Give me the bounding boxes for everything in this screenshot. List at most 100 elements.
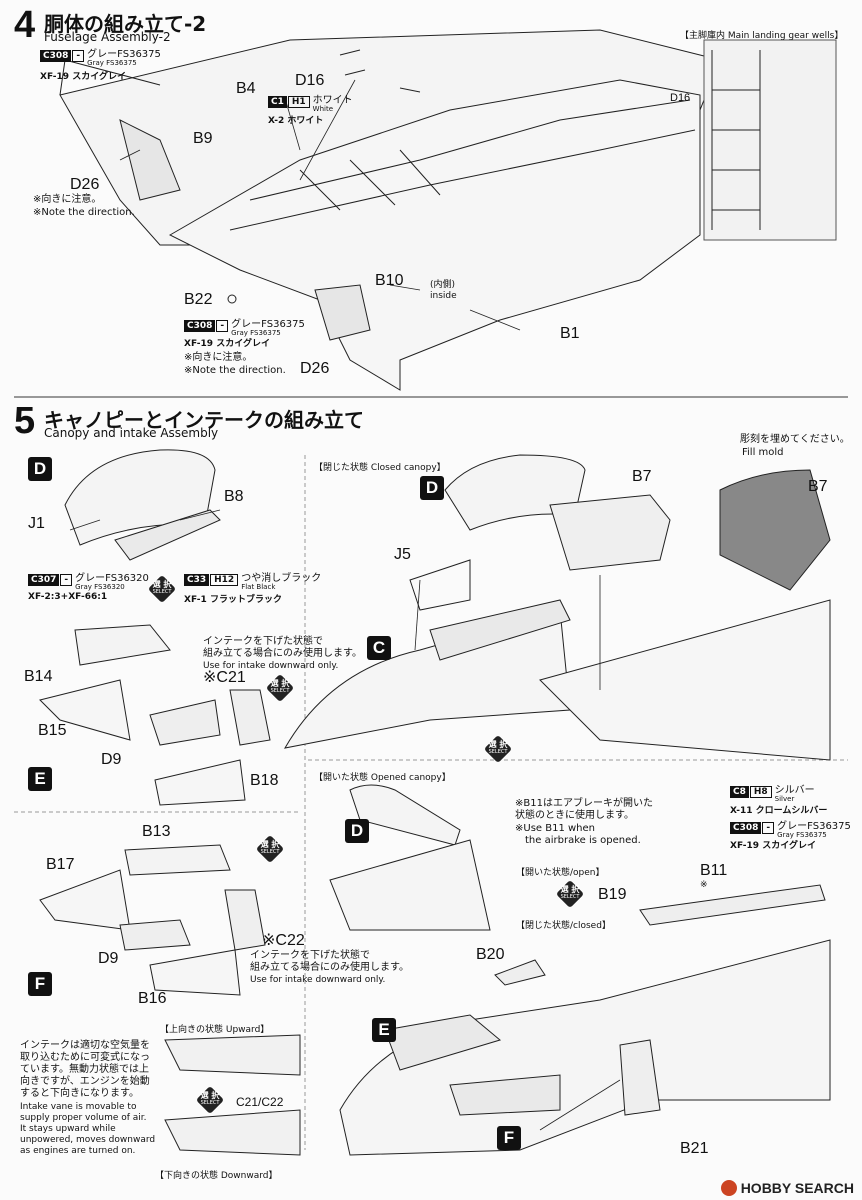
intake-down2-en: Use for intake downward only. bbox=[250, 975, 386, 985]
hobby-search-watermark: HOBBY SEARCH bbox=[720, 1180, 854, 1196]
note-direction-en-a: ※Note the direction. bbox=[33, 207, 135, 218]
intake-down2-jp2: 組み立てる場合にのみ使用します。 bbox=[250, 962, 409, 973]
paint-name-jp: グレーFS36375 bbox=[231, 319, 305, 330]
select-en: SELECT bbox=[270, 688, 290, 694]
inside-jp: (内側) bbox=[430, 280, 456, 290]
paint-bottom: XF-1 フラットブラック bbox=[184, 595, 282, 605]
inside-en: inside bbox=[430, 291, 457, 301]
part-b15: B15 bbox=[38, 722, 67, 739]
part-b22: B22 bbox=[184, 291, 213, 308]
part-b7-inset: B7 bbox=[808, 478, 828, 495]
paint-name-en: Gray FS36375 bbox=[231, 329, 281, 337]
letter-e: E bbox=[28, 767, 52, 791]
closed-label: 【閉じた状態/closed】 bbox=[516, 921, 611, 931]
select-en: SELECT bbox=[488, 749, 508, 755]
paint-sub: - bbox=[216, 320, 229, 332]
paint-code: C308 bbox=[184, 320, 216, 332]
paint-name-en: Gray FS36375 bbox=[777, 831, 827, 839]
paint-code: C8 bbox=[730, 786, 749, 798]
paint-bottom: XF-2:3+XF-66:1 bbox=[28, 592, 108, 602]
paint-code: C33 bbox=[184, 574, 210, 586]
intake-down-jp1: インテークを下げた状態で bbox=[203, 636, 323, 647]
part-b8: B8 bbox=[224, 488, 244, 505]
paint-sub: - bbox=[72, 50, 85, 62]
downward-label: 【下向きの状態 Downward】 bbox=[155, 1171, 278, 1181]
part-b13: B13 bbox=[142, 823, 171, 840]
vane-jp-3: 向きですが、エンジンを始動 bbox=[20, 1076, 150, 1087]
part-b18: B18 bbox=[250, 772, 279, 789]
paint-name-jp: つや消しブラック bbox=[241, 573, 322, 584]
part-c21: ※C21 bbox=[203, 669, 246, 686]
letter-d: D bbox=[345, 819, 369, 843]
letter-d: D bbox=[28, 457, 52, 481]
paint-bottom: XF-19 スカイグレイ bbox=[184, 339, 271, 349]
vane-jp-1: 取り込むために可変式になっ bbox=[20, 1052, 150, 1063]
step4-number: 4 bbox=[14, 4, 36, 46]
b11-note-en2: the airbrake is opened. bbox=[525, 835, 641, 846]
part-d9: D9 bbox=[101, 751, 122, 768]
select-jp: 選 択 bbox=[152, 580, 172, 589]
part-b14: B14 bbox=[24, 668, 53, 685]
part-b17: B17 bbox=[46, 856, 75, 873]
part-b20: B20 bbox=[476, 946, 505, 963]
paint-sub: H1 bbox=[287, 96, 310, 108]
paint-sub: - bbox=[762, 822, 775, 834]
paint-code: C308 bbox=[730, 822, 762, 834]
vane-jp-4: すると下向きになります。 bbox=[20, 1088, 139, 1099]
paint-bottom: X-11 クロームシルバー bbox=[730, 806, 828, 816]
part-j1: J1 bbox=[28, 515, 45, 532]
upward-label: 【上向きの状態 Upward】 bbox=[160, 1025, 270, 1035]
b11-note-jp1: ※B11はエアブレーキが開いた bbox=[515, 798, 653, 809]
step5-number: 5 bbox=[14, 400, 36, 442]
part-b9: B9 bbox=[193, 130, 213, 147]
note-direction-en-b: ※Note the direction. bbox=[184, 365, 286, 376]
vane-en-1: supply proper volume of air. bbox=[20, 1113, 147, 1123]
part-d16: D16 bbox=[295, 72, 325, 89]
select-jp: 選 択 bbox=[200, 1091, 220, 1100]
letter-c: C bbox=[367, 636, 391, 660]
vane-en-0: Intake vane is movable to bbox=[20, 1102, 137, 1112]
select-en: SELECT bbox=[260, 849, 280, 855]
part-b19: B19 bbox=[598, 886, 627, 903]
part-b21: B21 bbox=[680, 1140, 709, 1157]
letter-f: F bbox=[497, 1126, 521, 1150]
select-jp: 選 択 bbox=[270, 679, 290, 688]
part-b4: B4 bbox=[236, 80, 256, 97]
step4-title-en: Fuselage Assembly-2 bbox=[44, 30, 171, 44]
paint-name-en: Silver bbox=[774, 795, 795, 803]
fill-mold-en: Fill mold bbox=[742, 447, 784, 458]
opened-canopy-header: 【開いた状態 Opened canopy】 bbox=[314, 773, 451, 783]
part-c22: ※C22 bbox=[262, 932, 305, 949]
paint-sub: H8 bbox=[749, 786, 772, 798]
paint-name-jp: グレーFS36320 bbox=[75, 573, 149, 584]
select-en: SELECT bbox=[200, 1100, 220, 1106]
part-d16-inset: D16 bbox=[670, 92, 691, 104]
part-b11: B11 bbox=[700, 862, 728, 879]
part-b16: B16 bbox=[138, 990, 167, 1007]
intake-down-en: Use for intake downward only. bbox=[203, 661, 339, 671]
part-b11-star: ※ bbox=[700, 880, 708, 890]
intake-down-jp2: 組み立てる場合にのみ使用します。 bbox=[203, 648, 362, 659]
vane-en-2: It stays upward while bbox=[20, 1124, 116, 1134]
paint-name-jp: グレーFS36375 bbox=[777, 821, 851, 832]
paint-name-jp: グレーFS36375 bbox=[87, 49, 161, 60]
part-b10: B10 bbox=[375, 272, 404, 289]
paint-name-jp: ホワイト bbox=[312, 95, 353, 106]
closed-canopy-header: 【閉じた状態 Closed canopy】 bbox=[314, 463, 446, 473]
letter-d: D bbox=[420, 476, 444, 500]
paint-name-en: Gray FS36320 bbox=[75, 583, 125, 591]
note-direction-jp-b: ※向きに注意。 bbox=[184, 352, 253, 363]
paint-sub: H12 bbox=[210, 574, 239, 586]
step5-title-jp: キャノピーとインテークの組み立て bbox=[44, 408, 364, 432]
paint-sub: - bbox=[60, 574, 73, 586]
vane-jp-0: インテークは適切な空気量を bbox=[20, 1040, 150, 1051]
